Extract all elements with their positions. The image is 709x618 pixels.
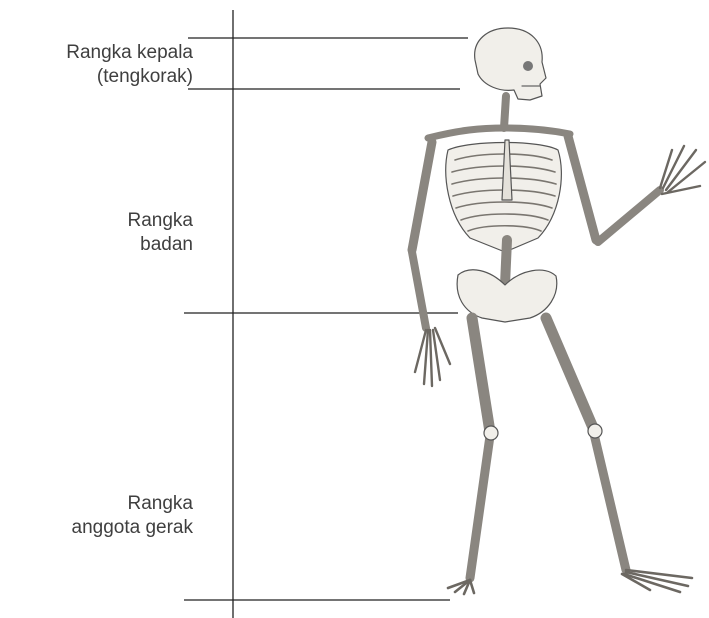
label-trunk-line1: Rangka bbox=[0, 209, 193, 233]
left-tibia bbox=[470, 436, 490, 578]
right-hand bbox=[660, 146, 705, 194]
skeleton-illustration bbox=[412, 28, 705, 594]
left-kneecap bbox=[484, 426, 498, 440]
left-foot bbox=[448, 580, 474, 594]
left-femur bbox=[472, 318, 490, 432]
right-kneecap bbox=[588, 424, 602, 438]
label-trunk-line2: badan bbox=[0, 233, 193, 257]
right-femur bbox=[546, 318, 594, 430]
label-skull-line1: Rangka kepala bbox=[0, 41, 193, 65]
label-limbs-line2: anggota gerak bbox=[0, 516, 193, 540]
label-skull-line2: (tengkorak) bbox=[0, 65, 193, 89]
lumbar-spine bbox=[505, 240, 507, 285]
left-hand bbox=[415, 328, 450, 386]
right-forearm bbox=[598, 190, 660, 242]
label-skull: Rangka kepala (tengkorak) bbox=[0, 41, 193, 89]
right-humerus bbox=[568, 136, 596, 240]
label-limb-skeleton: Rangka anggota gerak bbox=[0, 492, 193, 540]
right-tibia bbox=[594, 434, 626, 570]
label-trunk-skeleton: Rangka badan bbox=[0, 209, 193, 257]
left-humerus bbox=[412, 142, 432, 250]
clavicle bbox=[428, 128, 570, 138]
neck-spine bbox=[504, 96, 506, 128]
left-forearm bbox=[412, 252, 426, 328]
label-limbs-line1: Rangka bbox=[0, 492, 193, 516]
right-foot bbox=[622, 570, 692, 592]
skull bbox=[475, 28, 546, 100]
